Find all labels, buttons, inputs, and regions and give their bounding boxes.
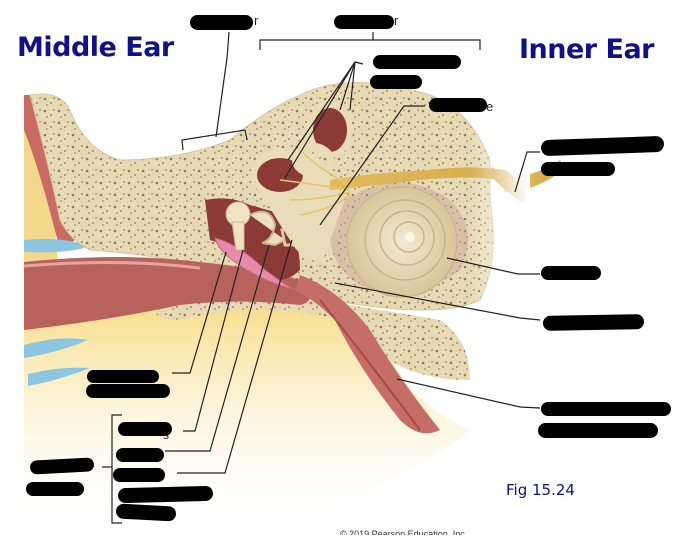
- label-tail-middle-ear: r: [254, 13, 259, 28]
- label-redacted-incus: [116, 448, 164, 462]
- label-redacted-auditory-tube-1: [541, 402, 671, 416]
- label-redacted-inner-ear: [334, 15, 394, 29]
- label-redacted-vestibule: [429, 98, 487, 112]
- label-redacted-ossicle-extra-1: [117, 485, 214, 504]
- label-redacted-nerve-2: [541, 162, 615, 176]
- label-tail-vestibule: e: [486, 99, 494, 114]
- label-redacted-semicircular-1: [373, 55, 461, 69]
- label-redacted-ossicles-group-2: [26, 482, 84, 496]
- leader-lines: [102, 31, 541, 524]
- semicircular-canal: [251, 152, 309, 198]
- label-redacted-tympanic-2: [86, 384, 170, 398]
- ear-canal: [24, 257, 310, 330]
- label-tail-malleus: s: [163, 428, 169, 442]
- label-tail-inner-ear: r: [394, 13, 399, 28]
- label-redacted-middle-ear: [190, 15, 253, 30]
- heading-middle-ear: Middle Ear: [17, 32, 174, 63]
- label-redacted-cochlea: [541, 266, 601, 280]
- label-redacted-semicircular-2: [370, 75, 422, 89]
- label-redacted-stapes: [113, 468, 165, 482]
- heading-inner-ear: Inner Ear: [519, 34, 655, 65]
- label-redacted-malleus: [118, 422, 172, 436]
- label-redacted-round-window: [542, 314, 645, 331]
- figure-caption: Fig 15.24: [506, 481, 575, 499]
- label-redacted-auditory-tube-2: [538, 423, 658, 438]
- copyright-text: © 2019 Pearson Education, Inc.: [340, 529, 468, 535]
- label-redacted-ossicle-extra-2: [115, 503, 177, 522]
- label-redacted-tympanic-1: [87, 370, 159, 383]
